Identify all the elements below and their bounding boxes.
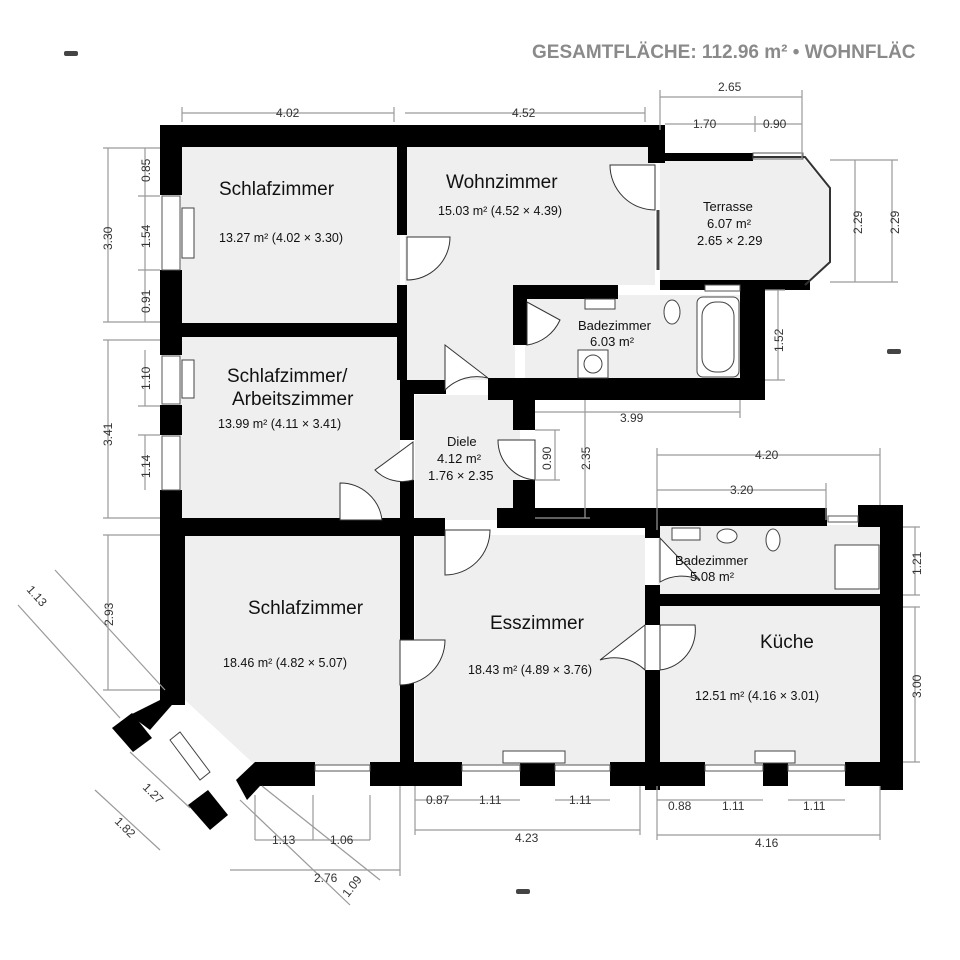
dim-diele-235: 2.35 [579, 446, 593, 470]
dim-right-300: 3.00 [910, 674, 924, 698]
dim-terrace-090: 0.90 [763, 117, 787, 131]
room-labels: Schlafzimmer 13.27 m² (4.02 × 3.30) Wohn… [218, 172, 819, 703]
total-area-header: GESAMTFLÄCHE: 112.96 m² • WOHNFLÄC [532, 42, 916, 63]
dim-bottom-113: 1.13 [272, 833, 296, 847]
dim-diag-182: 1.82 [112, 814, 139, 841]
dim-diag-127: 1.27 [140, 780, 167, 807]
room-terrasse-dims: 2.65 × 2.29 [697, 233, 762, 248]
room-badezimmer-1-area: 6.03 m² [590, 334, 635, 349]
room-terrasse-name: Terrasse [703, 199, 753, 214]
dim-bottom-423: 4.23 [515, 831, 539, 845]
dim-diag-109: 1.09 [339, 873, 365, 900]
room-kueche-info: 12.51 m² (4.16 × 3.01) [695, 689, 819, 703]
room-esszimmer-name: Esszimmer [490, 613, 585, 634]
dim-bottom-106: 1.06 [330, 833, 354, 847]
dim-right-420: 4.20 [755, 448, 779, 462]
dim-right-320: 3.20 [730, 483, 754, 497]
room-diele-dims: 1.76 × 2.35 [428, 468, 493, 483]
room-schlafzimmer-1-info: 13.27 m² (4.02 × 3.30) [219, 231, 343, 245]
room-schlafzimmer-1-name: Schlafzimmer [219, 179, 335, 200]
dim-left-341: 3.41 [101, 422, 115, 446]
room-floors [180, 145, 880, 765]
room-schlafzimmer-2-name-line1: Schlafzimmer/ [227, 366, 348, 387]
dim-bath1-399: 3.99 [620, 411, 644, 425]
room-kueche-name: Küche [760, 632, 814, 653]
room-wohnzimmer-info: 15.03 m² (4.52 × 4.39) [438, 204, 562, 218]
dim-bath1-152: 1.52 [772, 328, 786, 352]
dim-left-330: 3.30 [101, 226, 115, 250]
room-wohnzimmer-name: Wohnzimmer [446, 172, 558, 193]
dim-diele-090: 0.90 [540, 446, 554, 470]
dim-bottom-087: 0.87 [426, 793, 450, 807]
terrace-outline [753, 156, 831, 286]
dim-left-110: 1.10 [139, 366, 153, 390]
header-mark-left [64, 51, 78, 56]
dim-top-left: 4.02 [276, 106, 300, 120]
room-schlafzimmer-2-name-line2: Arbeitszimmer [232, 389, 354, 410]
dim-bottom-276: 2.76 [314, 871, 338, 885]
room-diele-name: Diele [447, 434, 477, 449]
dim-diag-113: 1.13 [24, 583, 50, 610]
dim-terrace-right-a: 2.29 [851, 210, 865, 234]
dim-left-154: 1.54 [139, 224, 153, 248]
dim-left-293: 2.93 [102, 602, 116, 626]
room-esszimmer-info: 18.43 m² (4.89 × 3.76) [468, 663, 592, 677]
dim-top-terrace: 2.65 [718, 80, 742, 94]
mark-bottom [516, 889, 530, 894]
dim-bottom-111d: 1.11 [803, 799, 826, 813]
radiators [169, 207, 796, 781]
dim-bottom-111b: 1.11 [569, 793, 592, 807]
room-schlafzimmer-3-info: 18.46 m² (4.82 × 5.07) [223, 656, 347, 670]
dim-bottom-088: 0.88 [668, 799, 692, 813]
room-badezimmer-1-name: Badezimmer [578, 318, 652, 333]
doors [339, 164, 701, 686]
room-schlafzimmer-2-info: 13.99 m² (4.11 × 3.41) [218, 417, 341, 431]
room-schlafzimmer-3-name: Schlafzimmer [248, 598, 364, 619]
room-diele-area: 4.12 m² [437, 451, 482, 466]
room-badezimmer-2-name: Badezimmer [675, 553, 749, 568]
dim-left-085: 0.85 [139, 158, 153, 182]
dim-bottom-416: 4.16 [755, 836, 779, 850]
bath-fixtures [577, 296, 880, 590]
dim-left-091: 0.91 [139, 289, 153, 313]
dim-bottom-111a: 1.11 [479, 793, 502, 807]
mark-right [887, 349, 901, 354]
dim-terrace-170: 1.70 [693, 117, 717, 131]
dim-terrace-right-b: 2.29 [888, 210, 902, 234]
dim-top-mid: 4.52 [512, 106, 536, 120]
dim-right-121: 1.21 [910, 551, 924, 575]
dim-bottom-111c: 1.11 [722, 799, 745, 813]
windows [161, 152, 859, 772]
room-badezimmer-2-area: 5.08 m² [690, 569, 735, 584]
room-terrasse-area: 6.07 m² [707, 216, 752, 231]
dimension-lines [17, 90, 920, 906]
dim-left-114: 1.14 [139, 454, 153, 478]
